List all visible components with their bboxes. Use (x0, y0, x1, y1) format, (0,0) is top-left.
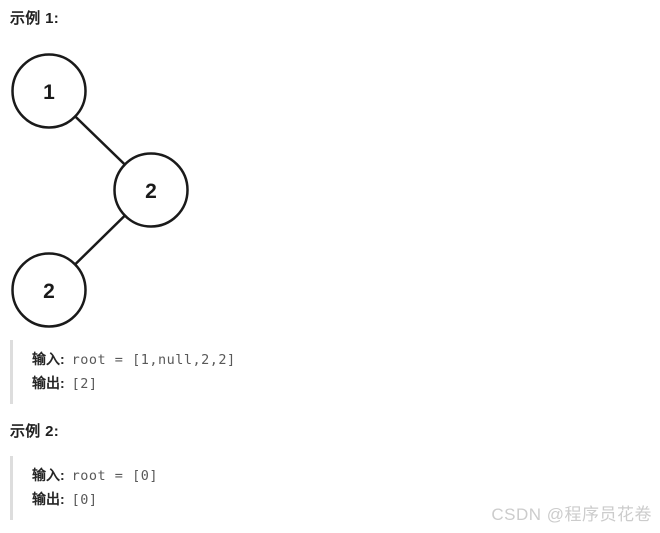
example1-output-line: 输出: [2] (32, 372, 440, 396)
example1-input-value: root = [1,null,2,2] (71, 352, 236, 368)
tree-node-root-right (113, 152, 189, 228)
binary-tree-diagram: 1 2 2 (11, 53, 189, 328)
tree-node-root-right-left-value: 2 (43, 280, 55, 303)
example1-io-block: 输入: root = [1,null,2,2] 输出: [2] (10, 340, 440, 404)
tree-node-root (11, 53, 87, 129)
example2-input-line: 输入: root = [0] (32, 464, 440, 488)
example1-input-line: 输入: root = [1,null,2,2] (32, 348, 440, 372)
example2-input-label: 输入: (32, 467, 65, 483)
tree-node-root-right-value: 2 (145, 180, 157, 203)
csdn-watermark: CSDN @程序员花卷 (491, 505, 652, 524)
example2-output-label: 输出: (32, 491, 65, 507)
example2-io-block: 输入: root = [0] 输出: [0] (10, 456, 440, 520)
tree-node-root-right-left (11, 252, 87, 328)
example1-output-label: 输出: (32, 375, 65, 391)
example2-output-line: 输出: [0] (32, 488, 440, 512)
example2-input-value: root = [0] (71, 468, 158, 484)
example1-output-value: [2] (71, 376, 98, 392)
example2-output-value: [0] (71, 492, 98, 508)
example1-input-label: 输入: (32, 351, 65, 367)
example2-title: 示例 2: (10, 423, 60, 440)
example1-title: 示例 1: (10, 10, 60, 27)
tree-node-root-value: 1 (43, 81, 55, 104)
